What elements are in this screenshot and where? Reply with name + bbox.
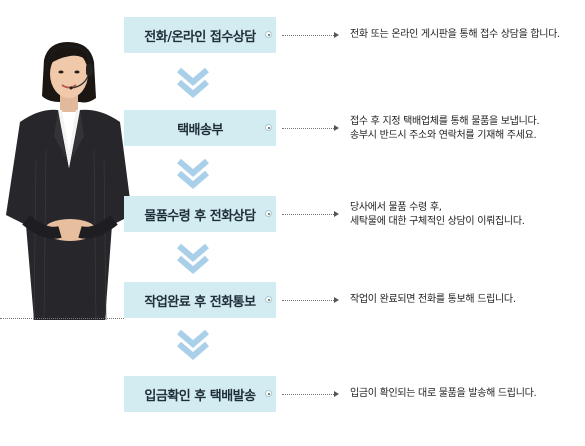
- arrow-right-icon: [334, 211, 339, 217]
- chevron-down-icon: [177, 329, 209, 360]
- step-4-bullet-icon: [265, 296, 272, 303]
- step-1-label: 전화/온라인 접수상담: [144, 29, 256, 45]
- step-2-desc-line-1: 접수 후 지정 택배업체를 통해 물품을 보냅니다.: [350, 116, 540, 127]
- arrow-right-icon: [334, 125, 339, 131]
- step-3-desc-line-1: 당사에서 물품 수령 후,: [350, 202, 442, 213]
- chevron-down-icon: [177, 243, 209, 274]
- step-2-description: 접수 후 지정 택배업체를 통해 물품을 보냅니다. 송부시 반드시 주소와 연…: [350, 115, 582, 143]
- step-1-box: 전화/온라인 접수상담: [124, 17, 276, 53]
- step-3-connector: [282, 211, 339, 217]
- step-5-box: 입금확인 후 택배발송: [124, 376, 276, 412]
- step-3-desc-line-2: 세탁물에 대한 구체적인 상담이 이뤄집니다.: [350, 216, 525, 227]
- step-4-label: 작업완료 후 전화통보: [144, 294, 256, 310]
- step-2-desc-line-2: 송부시 반드시 주소와 연락처를 기재해 주세요.: [350, 130, 537, 141]
- step-1-connector: [282, 32, 339, 38]
- chevron-down-icon: [177, 158, 209, 189]
- step-4-desc-line: 작업이 완료되면 전화를 통보해 드립니다.: [350, 294, 516, 305]
- step-1-bullet-icon: [265, 31, 272, 38]
- step-5-description: 입금이 확인되는 대로 물품을 발송해 드립니다.: [350, 387, 582, 401]
- customer-service-operator-image: [0, 40, 140, 320]
- step-3-box: 물품수령 후 전화상담: [124, 196, 276, 232]
- step-2-label: 택배송부: [177, 122, 223, 138]
- step-3-bullet-icon: [265, 210, 272, 217]
- chevron-down-icon: [177, 67, 209, 98]
- step-3-description: 당사에서 물품 수령 후, 세탁물에 대한 구체적인 상담이 이뤄집니다.: [350, 201, 582, 229]
- arrow-right-icon: [334, 297, 339, 303]
- arrow-right-icon: [334, 32, 339, 38]
- step-5-connector: [282, 391, 339, 397]
- step-1-desc-line: 전화 또는 온라인 게시판을 통해 접수 상담을 합니다.: [350, 29, 560, 40]
- step-5-label: 입금확인 후 택배발송: [144, 388, 256, 404]
- step-2-box: 택배송부: [124, 110, 276, 146]
- step-4-box: 작업완료 후 전화통보: [124, 282, 276, 318]
- step-1-description: 전화 또는 온라인 게시판을 통해 접수 상담을 합니다.: [350, 28, 582, 42]
- baseline-dotted-line: [0, 318, 124, 319]
- step-4-connector: [282, 297, 339, 303]
- step-4-description: 작업이 완료되면 전화를 통보해 드립니다.: [350, 293, 582, 307]
- step-5-bullet-icon: [265, 390, 272, 397]
- step-3-label: 물품수령 후 전화상담: [144, 208, 256, 224]
- step-5-desc-line: 입금이 확인되는 대로 물품을 발송해 드립니다.: [350, 388, 537, 399]
- arrow-right-icon: [334, 391, 339, 397]
- step-2-bullet-icon: [265, 124, 272, 131]
- step-2-connector: [282, 125, 339, 131]
